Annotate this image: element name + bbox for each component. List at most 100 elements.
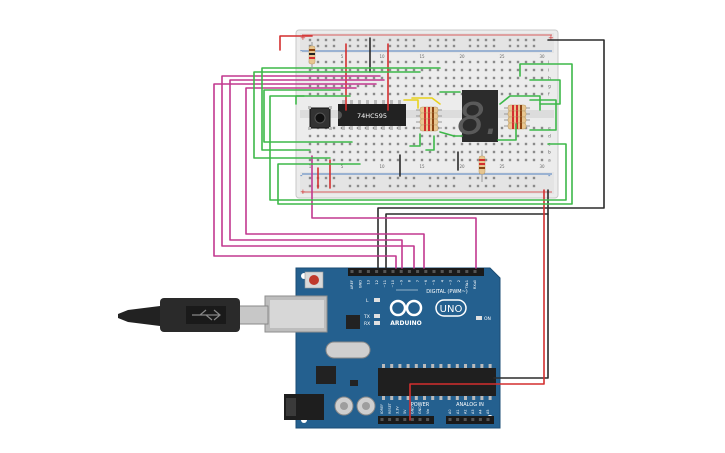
- digital-pin[interactable]: [457, 270, 461, 273]
- top-power-rail: [300, 33, 554, 53]
- wire-green-6: [529, 79, 561, 105]
- column-number: 25: [499, 164, 505, 169]
- digital-pin[interactable]: [391, 270, 395, 273]
- digital-pin[interactable]: [465, 270, 469, 273]
- digital-pin[interactable]: [375, 270, 379, 273]
- wire-magenta-2: [221, 75, 415, 269]
- analog-pin-label: A1: [456, 410, 460, 414]
- digital-pin[interactable]: [399, 270, 403, 273]
- row-letter: j: [547, 60, 549, 66]
- power-pin-label: GND: [411, 406, 415, 414]
- row-letter: f: [548, 92, 550, 98]
- power-pin[interactable]: [380, 418, 384, 421]
- digital-pin[interactable]: [448, 270, 452, 273]
- digital-pin[interactable]: [432, 270, 436, 273]
- column-number: 15: [419, 54, 425, 59]
- wire-black-chip: [493, 189, 549, 379]
- resistor-segment-left-2: [416, 112, 442, 120]
- digital-pin[interactable]: [407, 270, 411, 273]
- shift-register-74hc595: 74HC595: [338, 100, 406, 130]
- digital-pin[interactable]: [383, 270, 387, 273]
- row-letter: d: [548, 134, 551, 140]
- wire-magenta-4: [245, 87, 425, 269]
- digital-pin[interactable]: [350, 270, 354, 273]
- column-number: 5: [341, 54, 344, 59]
- digital-pin[interactable]: [424, 270, 428, 273]
- digital-pin-label: ~9: [399, 279, 403, 285]
- analog-pin-label: A2: [463, 410, 467, 414]
- digital-pin-label: 12: [375, 280, 379, 285]
- rail-plus-bottom: +: [300, 188, 306, 196]
- digital-pin[interactable]: [358, 270, 362, 273]
- digital-pin-label: RX◂0: [473, 279, 477, 289]
- digital-pin[interactable]: [440, 270, 444, 273]
- column-number: 15: [419, 164, 425, 169]
- led-on: [476, 316, 482, 320]
- wire-yellow-2: [411, 97, 441, 105]
- analog-header: [446, 416, 494, 424]
- power-pin[interactable]: [388, 418, 392, 421]
- column-number: 20: [459, 54, 465, 59]
- uno-logo-text: UNO: [440, 304, 463, 315]
- rail-minus-bottom-right: -: [548, 172, 551, 180]
- wire-green-7: [425, 135, 435, 151]
- column-number: 10: [379, 54, 385, 59]
- reset-button[interactable]: [304, 271, 324, 289]
- row-letter: a: [548, 159, 551, 164]
- wire-green-5: [277, 63, 573, 205]
- wire-red-5v: [409, 189, 545, 421]
- power-header-label: POWER: [411, 402, 430, 408]
- push-button[interactable]: [308, 106, 332, 130]
- usb-symbol-icon: [192, 309, 221, 321]
- digital-pin[interactable]: [416, 270, 420, 273]
- analog-pin[interactable]: [448, 418, 452, 421]
- resistor-segment-right-2: [504, 110, 530, 118]
- row-letter: i: [548, 68, 549, 74]
- digital-pin-label: AREF: [350, 280, 354, 289]
- digital-pin[interactable]: [473, 270, 477, 273]
- analog-pin[interactable]: [478, 418, 482, 421]
- digital-header-label: DIGITAL (PWM~): [426, 289, 468, 295]
- digital-pin-label: 8: [408, 279, 412, 282]
- power-pin[interactable]: [403, 418, 407, 421]
- digital-pin-label: 7: [416, 280, 420, 282]
- rail-minus-top: -: [300, 47, 303, 55]
- led-l: [374, 298, 380, 302]
- column-number: 20: [459, 164, 465, 169]
- digital-pin-label: 13: [367, 280, 371, 285]
- arduino-brand-text: ARDUINO: [390, 320, 421, 327]
- power-pin[interactable]: [410, 418, 414, 421]
- resistor-segment-common: [478, 150, 486, 182]
- led-on-label: ON: [484, 316, 491, 322]
- digital-pin[interactable]: [366, 270, 370, 273]
- wire-green-2: [253, 71, 421, 159]
- crystal-oscillator: [325, 341, 371, 359]
- rail-plus-top: +: [300, 34, 306, 42]
- wire-magenta-1: [229, 79, 403, 269]
- power-pin[interactable]: [426, 418, 430, 421]
- analog-pin-label: A0: [448, 410, 452, 414]
- column-number: 5: [341, 164, 344, 169]
- digital-header: [348, 268, 484, 276]
- shift-register-label: 74HC595: [357, 112, 387, 120]
- power-pin[interactable]: [418, 418, 422, 421]
- column-number: 1: [309, 164, 312, 169]
- wire-green-9: [295, 95, 305, 105]
- wire-black-gnd-arduino: [385, 213, 549, 269]
- analog-pin[interactable]: [456, 418, 460, 421]
- analog-pin[interactable]: [486, 418, 490, 421]
- wire-green-8: [409, 133, 421, 147]
- wire-yellow-1: [403, 99, 419, 109]
- analog-pin[interactable]: [463, 418, 467, 421]
- seven-segment-display: 8.: [457, 90, 499, 145]
- digital-pin-label: ~11: [383, 280, 387, 288]
- power-pin-label: 5V: [403, 409, 407, 414]
- wire-magenta-3: [213, 83, 397, 269]
- led-tx: [374, 314, 380, 318]
- analog-pin[interactable]: [471, 418, 475, 421]
- small-chip: [346, 315, 360, 329]
- wires: [213, 35, 605, 421]
- power-pin[interactable]: [395, 418, 399, 421]
- wire-green-13: [439, 131, 463, 137]
